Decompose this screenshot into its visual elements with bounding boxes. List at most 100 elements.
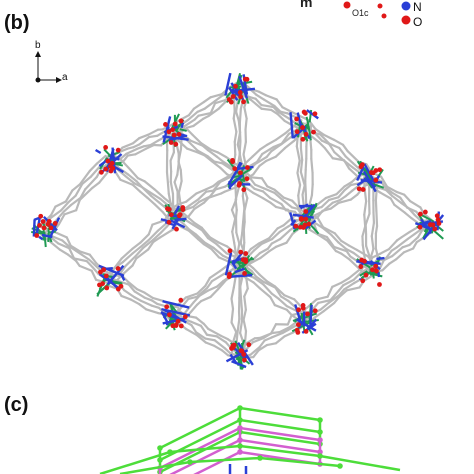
oxygen-atom: [373, 177, 379, 183]
linker-bond: [322, 301, 336, 313]
linker-bond: [403, 193, 412, 203]
linker-bond: [231, 230, 236, 244]
linker-bond: [361, 225, 367, 238]
linker-bond: [275, 132, 287, 141]
linker-bond: [139, 299, 153, 307]
linker-bond: [84, 175, 98, 191]
linker-bond: [203, 154, 214, 163]
linker-bond: [266, 185, 276, 191]
linker-bond: [264, 155, 278, 163]
linker-bond: [232, 276, 237, 289]
oxygen-atom: [115, 266, 121, 271]
oxygen-atom: [115, 147, 121, 153]
linker-bond: [337, 189, 346, 199]
linker-bond: [252, 281, 262, 290]
oxygen-atom: [170, 127, 176, 133]
linker-bond: [232, 117, 238, 133]
linker-bond: [127, 173, 138, 183]
linker-bond: [69, 196, 82, 207]
linker-bond: [326, 239, 338, 253]
oxygen-atom: [373, 263, 379, 269]
oxygen-atom: [300, 303, 306, 308]
oxygen-atom: [230, 345, 236, 350]
linker-bond: [152, 236, 162, 244]
oxygen-atom: [230, 157, 235, 163]
linker-bond: [193, 221, 203, 229]
linker-bond: [159, 228, 175, 239]
linker-bond: [65, 236, 72, 247]
linker-bond: [202, 96, 212, 104]
linker-bond: [63, 209, 78, 216]
linker-bond: [374, 225, 379, 235]
linker-bond: [193, 201, 206, 211]
linker-bond: [253, 242, 263, 252]
linker-bond: [286, 314, 293, 326]
oxygen-atom: [177, 212, 183, 218]
linker-bond: [260, 237, 274, 246]
oxygen-atom: [417, 211, 423, 217]
axis-a-arrowhead: [56, 77, 62, 83]
oxygen-atom: [163, 122, 168, 127]
nitrogen-bond: [356, 166, 365, 181]
linker-bond: [153, 203, 165, 214]
linker-bond: [230, 198, 238, 212]
linker-bond: [91, 181, 101, 189]
linker-bond: [301, 184, 306, 196]
oxygen-atom: [97, 282, 102, 288]
linker-bond: [121, 264, 134, 276]
linker-bond: [255, 152, 264, 163]
linker-bond: [337, 241, 348, 250]
linker-bond: [78, 264, 93, 272]
linker-bond: [379, 248, 390, 255]
linker-bond: [136, 288, 146, 294]
linker-bond: [156, 221, 169, 232]
linker-bond: [258, 287, 272, 299]
linker-bond: [239, 320, 243, 335]
linker-bond: [324, 193, 338, 200]
oxygen-atom: [103, 145, 109, 150]
linker-bond: [260, 103, 275, 109]
linker-bond: [208, 270, 221, 280]
linker-bond: [207, 327, 223, 338]
linker-bond: [232, 110, 236, 120]
oxygen-atom: [168, 140, 174, 145]
oxygen-atom: [422, 209, 428, 215]
linker-bond: [144, 143, 156, 150]
linker-bond: [327, 294, 341, 304]
linker-bond: [217, 256, 230, 263]
linker-bond: [310, 301, 320, 313]
linker-bond: [258, 339, 266, 349]
linker-bond: [250, 176, 263, 180]
oxygen-atom: [374, 268, 379, 274]
oxygen-atom: [166, 129, 172, 135]
legend-label-n: N: [413, 0, 422, 14]
linker-bond: [243, 295, 247, 311]
linker-bond: [185, 327, 199, 337]
linker-bond: [253, 187, 265, 193]
linker-bond: [242, 275, 255, 284]
oxygen-atom: [167, 312, 172, 318]
linker-bond: [407, 206, 416, 217]
axis-label-b: b: [35, 40, 41, 51]
linker-bond: [215, 280, 225, 288]
linker-bond: [341, 143, 349, 153]
linker-bond: [331, 198, 342, 204]
linker-bond: [119, 264, 127, 275]
linker-bond: [230, 286, 235, 300]
linker-bond: [274, 335, 286, 345]
linker-bond: [318, 234, 329, 242]
linker-bond: [197, 190, 208, 201]
linker-bond: [134, 147, 147, 156]
nitrogen-bond: [424, 220, 432, 224]
linker-bond: [138, 135, 151, 146]
linker-bond: [230, 297, 235, 310]
nitrogen-bond: [414, 221, 431, 230]
metal-bond: [179, 128, 187, 132]
linker-bond: [269, 323, 278, 335]
nitrogen-bond: [162, 317, 186, 325]
linker-bond: [340, 277, 351, 284]
linker-bond: [124, 254, 137, 268]
oxygen-atom: [298, 217, 304, 222]
linker-bond: [257, 90, 268, 97]
linker-bond: [410, 216, 419, 224]
